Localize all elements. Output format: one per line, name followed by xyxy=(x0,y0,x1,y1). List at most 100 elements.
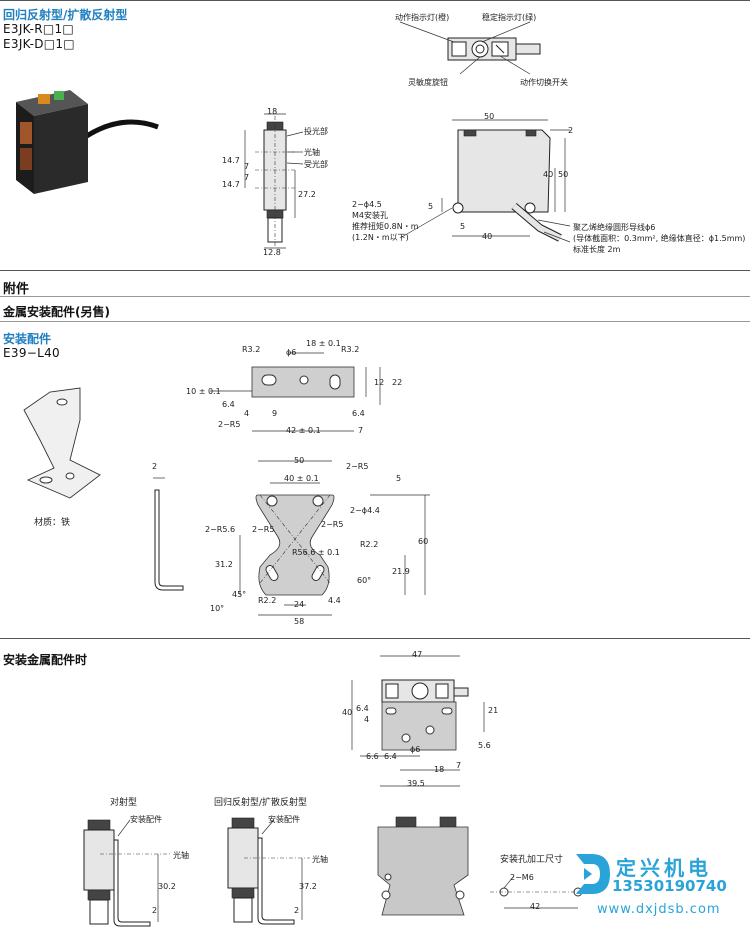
top-d4: 6.4 xyxy=(352,409,365,418)
side-d4: 14.7 xyxy=(222,180,240,189)
thru-beam-drawing xyxy=(83,819,170,927)
model-r: E3JK-R□1□ xyxy=(3,22,75,36)
front-bottom: 40 xyxy=(482,232,493,241)
front-h2: 50 xyxy=(558,170,569,179)
side-d5: 27.2 xyxy=(298,190,316,199)
axis-label: 光轴 xyxy=(304,148,320,157)
main-w44: 4.4 xyxy=(328,596,341,605)
stable-indicator-label: 稳定指示灯(绿) xyxy=(482,13,537,22)
bracket-iso xyxy=(23,387,101,499)
bracket-main-view xyxy=(239,460,430,616)
op-indicator-label: 动作指示灯(橙) xyxy=(395,13,450,22)
main-r22a: R2.2 xyxy=(360,540,379,549)
cable-note: 聚乙烯绝缘圆形导线ϕ6 (导体截面积：0.3mm², 绝缘体直径：ϕ1.5mm)… xyxy=(573,223,746,254)
m-w47: 47 xyxy=(412,650,423,659)
side-width: 18 xyxy=(267,107,278,116)
side-d6: 12.8 xyxy=(263,248,281,257)
bracket-top-view xyxy=(210,352,381,432)
main-h60: 60 xyxy=(418,537,429,546)
m-d4: 4 xyxy=(364,715,370,724)
m-d64b: 6.4 xyxy=(384,752,397,761)
top-d2: 4 xyxy=(244,409,250,418)
main-h219: 21.9 xyxy=(392,567,410,576)
m-d18: 18 xyxy=(434,765,445,774)
m-d21: 21 xyxy=(488,706,499,715)
m-d56: 5.6 xyxy=(478,741,491,750)
m-d7: 7 xyxy=(456,761,462,770)
thru-h: 30.2 xyxy=(158,882,176,891)
front-right-top: 2 xyxy=(568,126,574,135)
m-d64: 6.4 xyxy=(356,704,369,713)
top-d5: 7 xyxy=(358,426,364,435)
front-h1: 40 xyxy=(543,170,554,179)
top-h3: 22 xyxy=(392,378,403,387)
top-r2: R3.2 xyxy=(341,345,360,354)
top-h1: 10 ± 0.1 xyxy=(186,387,221,396)
top-r5: 2−R5 xyxy=(218,420,241,429)
m-d395: 39.5 xyxy=(407,779,425,788)
hole-title: 安装孔加工尺寸 xyxy=(500,855,564,865)
main-v5: 5 xyxy=(396,474,402,483)
mode-switch-label: 动作切换开关 xyxy=(520,78,568,87)
brand-url: www.dxjdsb.com xyxy=(597,902,721,917)
mounted-title: 安装金属配件时 xyxy=(3,653,88,667)
top-d1: 6.4 xyxy=(222,400,235,409)
m-d66: 6.6 xyxy=(366,752,379,761)
rule-accessories xyxy=(0,270,750,271)
accessories-subtitle: 金属安装配件(另售) xyxy=(3,305,110,319)
top-hole: ϕ6 xyxy=(286,348,297,357)
top-h2: 12 xyxy=(374,378,385,387)
side-d1: 14.7 xyxy=(222,156,240,165)
brand-name: 定兴机电 xyxy=(616,856,712,880)
main-r5b: 2−R5 xyxy=(252,525,275,534)
main-a10: 10° xyxy=(210,604,225,613)
main-r5c: 2−R5 xyxy=(321,520,344,529)
brand-phone: 13530190740 xyxy=(612,877,727,895)
retro-title: 回归反射型/扩散反射型 xyxy=(214,798,308,808)
side-d3: 7 xyxy=(244,173,250,182)
rule-mounted xyxy=(0,638,750,639)
retro-drawing xyxy=(227,817,310,925)
top-r1: R3.2 xyxy=(242,345,261,354)
thru-axis: 光轴 xyxy=(173,851,189,860)
dx-logo-icon xyxy=(576,854,610,894)
front-top: 50 xyxy=(484,112,495,121)
bracket-model: E39−L40 xyxy=(3,346,60,360)
side-t: 2 xyxy=(152,462,158,471)
hole-m6: 2−M6 xyxy=(510,873,534,882)
top-d3: 9 xyxy=(272,409,278,418)
main-a60: 60° xyxy=(357,576,372,585)
main-r566: R56.6 ± 0.1 xyxy=(292,548,340,557)
rule-sub xyxy=(0,296,750,297)
product-photo xyxy=(16,90,159,194)
side-d2: 7 xyxy=(244,162,250,171)
thru-bracket: 安装配件 xyxy=(130,815,162,824)
section1-title: 回归反射型/扩散反射型 xyxy=(3,8,128,22)
accessories-title: 附件 xyxy=(3,282,30,297)
main-holes: 2−ϕ4.4 xyxy=(350,506,380,515)
model-d: E3JK-D□1□ xyxy=(3,37,75,51)
thru-t: 2 xyxy=(152,906,158,915)
mounted-iso xyxy=(377,816,469,916)
retro-h: 37.2 xyxy=(299,882,317,891)
main-r56: 2−R5.6 xyxy=(205,525,236,534)
main-h31: 31.2 xyxy=(215,560,233,569)
mounted-front-view xyxy=(351,655,485,787)
bracket-side-view xyxy=(153,477,184,591)
top-w: 42 ± 0.1 xyxy=(286,426,321,435)
retro-t: 2 xyxy=(294,906,300,915)
hole-note: 2−ϕ4.5 M4安装孔 推荐扭矩0.8N・m (1.2N・m以下) xyxy=(352,200,419,242)
sensor-top-view xyxy=(399,21,541,75)
front-left: 5 xyxy=(428,202,434,211)
retro-bracket: 安装配件 xyxy=(268,815,300,824)
main-r22b: R2.2 xyxy=(258,596,277,605)
bracket-label: 安装配件 xyxy=(3,332,52,346)
sensitivity-label: 灵敏度旋钮 xyxy=(408,78,448,87)
m-h40: 40 xyxy=(342,708,353,717)
retro-axis: 光轴 xyxy=(312,855,328,864)
main-w24: 24 xyxy=(294,600,305,609)
m-hole: ϕ6 xyxy=(410,745,421,754)
main-w40: 40 ± 0.1 xyxy=(284,474,319,483)
receiver-label: 受光部 xyxy=(304,160,328,169)
thru-title: 对射型 xyxy=(110,798,138,808)
